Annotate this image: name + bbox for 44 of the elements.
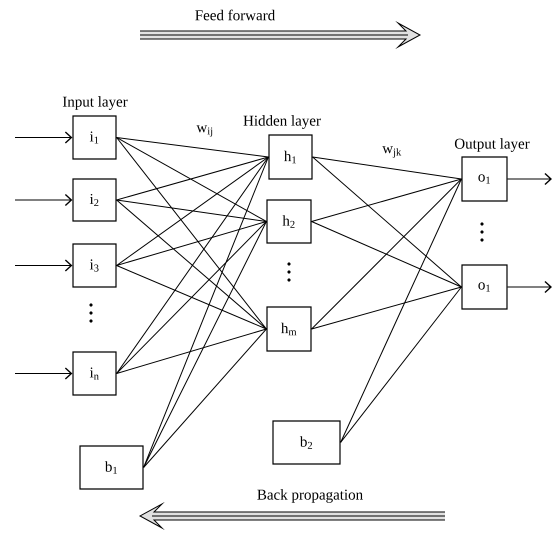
neuron-box: i$_{3}$	[72, 243, 117, 288]
neuron-box: h$_{2}$	[266, 199, 312, 244]
neuron-box: b$_{1}$	[79, 445, 144, 490]
arrow	[507, 172, 552, 186]
connection-line	[340, 286, 462, 443]
neuron-box: h$_{1}$	[268, 134, 313, 180]
connection-line	[143, 328, 267, 468]
connection-line	[116, 156, 269, 266]
neuron-box: i$_{n}$	[72, 351, 117, 396]
connection-line	[116, 137, 267, 222]
connection-line	[116, 156, 269, 374]
connection-line	[116, 156, 269, 200]
arrow	[14, 259, 72, 272]
neuron-box: o$_{1}$	[461, 156, 508, 202]
connection-line	[116, 200, 267, 222]
connection-line	[311, 221, 462, 288]
neuron-box: h$_{m}$	[266, 306, 312, 352]
connection-line	[116, 328, 267, 374]
connection-line	[116, 265, 267, 330]
layer-label: Back propagation	[257, 489, 363, 503]
connection-line	[312, 156, 462, 288]
arrow	[507, 280, 552, 294]
arrow	[14, 194, 72, 206]
layer-label: w$_{jk}$	[382, 146, 402, 158]
neuron-box: i$_{1}$	[72, 115, 117, 160]
connection-line	[312, 156, 462, 180]
connection-line	[311, 286, 462, 330]
neuron-box: o$_{1}$	[461, 264, 508, 310]
connection-line	[143, 221, 267, 468]
layer-label: w$_{ij}$	[196, 125, 212, 137]
title: Feed forward	[195, 10, 275, 20]
connection-line	[340, 178, 462, 443]
arrow	[14, 367, 72, 380]
connection-line	[116, 200, 267, 330]
connection-line	[116, 137, 269, 158]
connection-line	[116, 221, 267, 266]
connection-line	[116, 221, 267, 374]
connection-line	[143, 156, 269, 468]
neuron-box: i$_{2}$	[72, 178, 117, 222]
connection-line	[311, 178, 462, 222]
arrow	[14, 131, 72, 144]
neuron-box: b$_{2}$	[272, 420, 341, 465]
connection-line	[116, 137, 267, 330]
connection-line	[311, 178, 462, 330]
